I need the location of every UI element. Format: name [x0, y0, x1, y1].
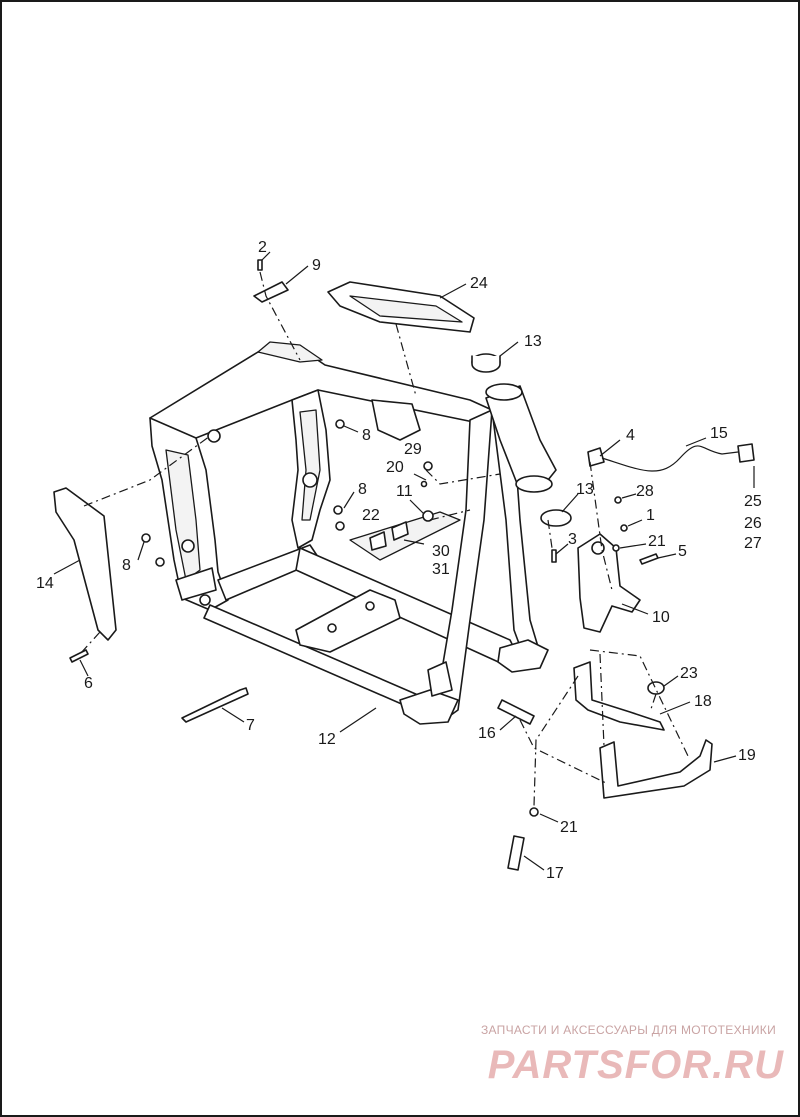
callout-24: 24 — [470, 275, 488, 292]
callout-13: 13 — [576, 481, 594, 498]
callout-12: 12 — [318, 731, 336, 748]
part-28 — [614, 496, 622, 504]
callout-30: 30 — [432, 543, 450, 560]
callout-28: 28 — [636, 483, 654, 500]
callout-21: 21 — [648, 533, 666, 550]
callout-25: 25 — [744, 493, 762, 510]
callout-23: 23 — [680, 665, 698, 682]
watermark-tagline: ЗАПЧАСТИ И АКСЕССУАРЫ ДЛЯ МОТОТЕХНИКИ — [481, 1023, 776, 1037]
callout-21: 21 — [560, 819, 578, 836]
callout-20: 20 — [386, 459, 404, 476]
part-1 — [620, 524, 628, 532]
leader-lines — [53, 251, 755, 871]
part-10-jiffy-mount — [577, 533, 641, 633]
part-8-bolt-e — [155, 557, 165, 567]
callout-19: 19 — [738, 747, 756, 764]
part-13-bearing-cup-lower — [540, 509, 572, 527]
part-14-bracket — [53, 487, 117, 641]
callout-15: 15 — [710, 425, 728, 442]
callout-7: 7 — [246, 717, 255, 734]
callout-6: 6 — [84, 675, 93, 692]
part-21-upper — [612, 544, 620, 552]
part-3-stud — [551, 549, 557, 563]
part-20-washer — [420, 480, 428, 488]
part-8-bolt-a — [335, 419, 345, 429]
callout-10: 10 — [652, 609, 670, 626]
part-9-clip — [253, 281, 289, 303]
callout-8: 8 — [358, 481, 367, 498]
main-frame — [149, 341, 557, 725]
callout-18: 18 — [694, 693, 712, 710]
part-8-bolt-c — [335, 521, 345, 531]
callout-11: 11 — [396, 483, 413, 500]
part-29-nut — [423, 461, 433, 471]
watermark: ЗАПЧАСТИ И АКСЕССУАРЫ ДЛЯ МОТОТЕХНИКИ PA… — [481, 1023, 784, 1087]
part-4-sensor — [587, 447, 605, 467]
assembly-lines — [79, 271, 689, 807]
part-5-bolt — [639, 553, 659, 565]
part-15-cable — [601, 445, 739, 472]
callout-14: 14 — [36, 575, 54, 592]
part-8-bolt-b — [333, 505, 343, 515]
callout-3: 3 — [568, 531, 577, 548]
callout-2: 2 — [258, 239, 267, 256]
part-8-bolt-d — [141, 533, 151, 543]
callout-4: 4 — [626, 427, 635, 444]
part-18-leg — [573, 661, 665, 731]
part-7-cable-tie — [181, 687, 249, 723]
callout-5: 5 — [678, 543, 687, 560]
part-17-pin — [507, 835, 525, 871]
callout-13: 13 — [524, 333, 542, 350]
callout-31: 31 — [432, 561, 450, 578]
callout-16: 16 — [478, 725, 496, 742]
part-19-stand — [599, 739, 713, 799]
part-25-connector — [737, 443, 755, 463]
callouts: 2 9 24 13 8 29 20 8 11 22 30 31 4 15 25 … — [36, 239, 762, 882]
callout-27: 27 — [744, 535, 762, 552]
watermark-logo: PARTSFOR.RU — [488, 1043, 784, 1087]
callout-8: 8 — [362, 427, 371, 444]
callout-17: 17 — [546, 865, 564, 882]
part-16-spring — [497, 699, 535, 725]
part-6-bolt — [69, 649, 89, 663]
part-23-cap — [647, 681, 665, 695]
callout-22: 22 — [362, 507, 380, 524]
part-2-screw — [257, 259, 263, 271]
callout-8: 8 — [122, 557, 131, 574]
callout-29: 29 — [404, 441, 422, 458]
callout-9: 9 — [312, 257, 321, 274]
callout-26: 26 — [744, 515, 762, 532]
callout-1: 1 — [646, 507, 655, 524]
part-21-lower — [529, 807, 539, 817]
